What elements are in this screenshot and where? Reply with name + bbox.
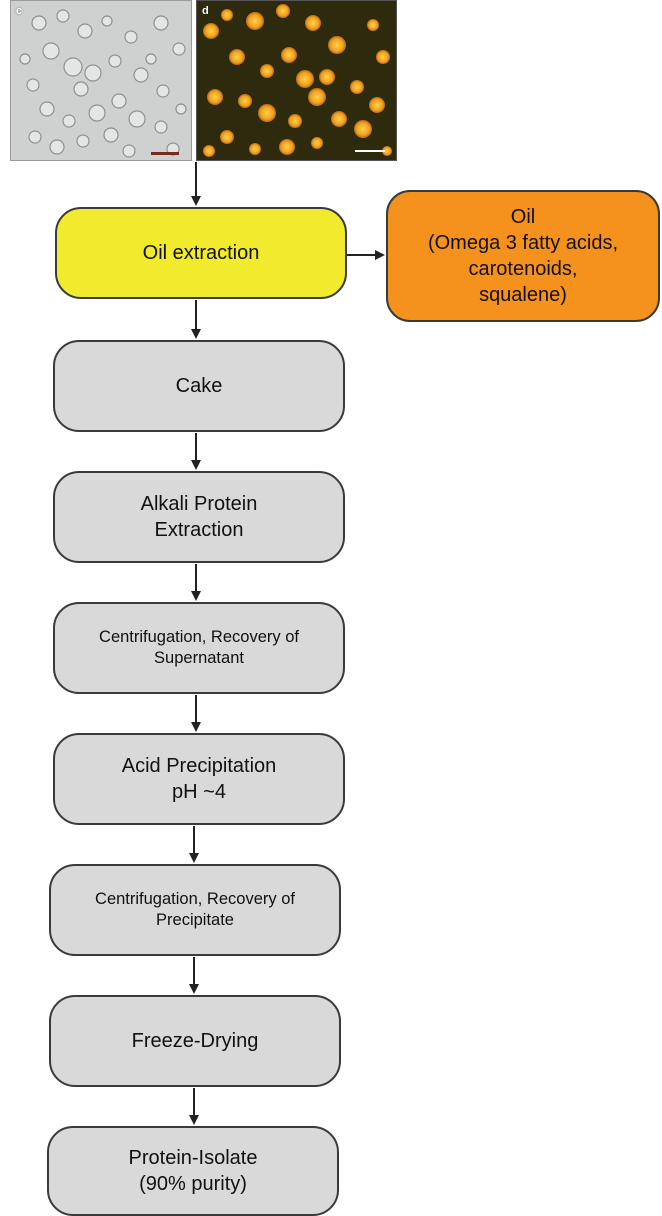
step-oil-extraction: Oil extraction [55, 207, 347, 299]
step-freeze-drying: Freeze-Drying [49, 995, 341, 1087]
brightfield-cells-image [19, 9, 187, 158]
micrograph-brightfield: c [10, 0, 192, 161]
fluorescence-cells-image [203, 4, 392, 157]
step-protein-isolate: Protein-Isolate (90% purity) [47, 1126, 339, 1216]
step-cake: Cake [53, 340, 345, 432]
step-centrifugation-precipitate: Centrifugation, Recovery of Precipitate [49, 864, 341, 956]
panel-label-c: c [16, 5, 23, 17]
step-acid-precipitation: Acid Precipitation pH ~4 [53, 733, 345, 825]
step-alkali-protein-extraction: Alkali Protein Extraction [53, 471, 345, 563]
panel-label-d: d [202, 5, 209, 17]
product-oil: Oil (Omega 3 fatty acids, carotenoids, s… [386, 190, 660, 322]
step-centrifugation-supernatant: Centrifugation, Recovery of Supernatant [53, 602, 345, 694]
micrograph-fluorescence: d [196, 0, 397, 161]
